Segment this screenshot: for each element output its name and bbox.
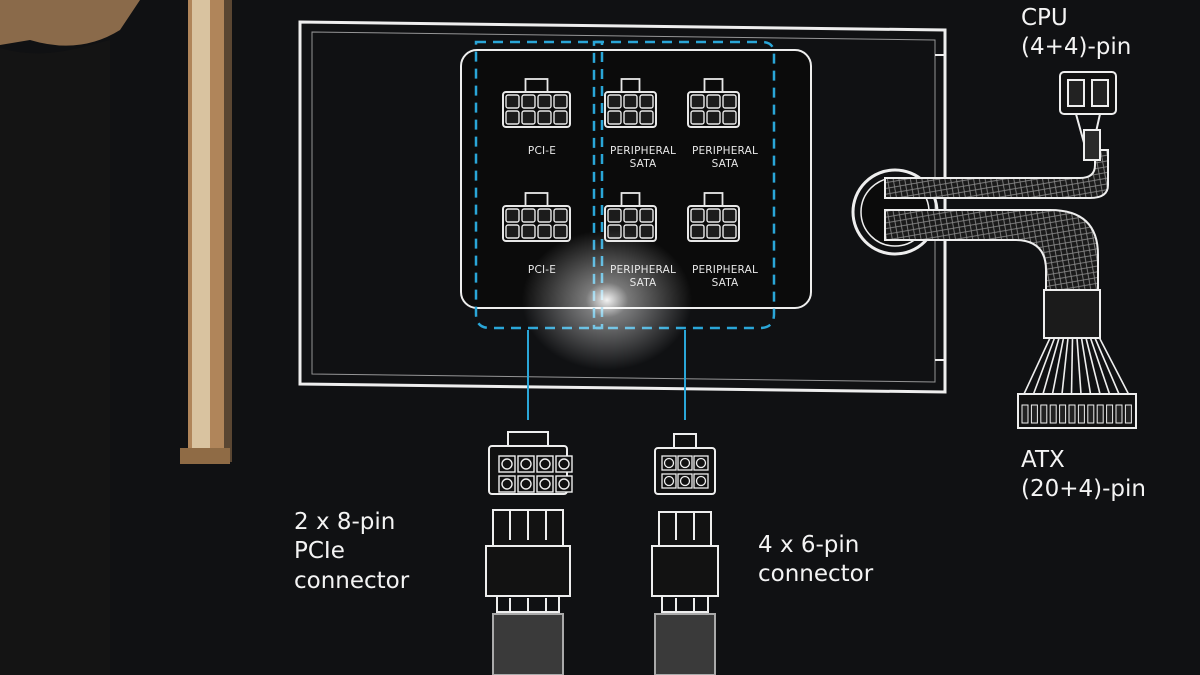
psu-body — [298, 20, 947, 394]
six-pin-connector-label: 4 x 6-pin connector — [758, 532, 874, 588]
pcie-8pin-plug — [485, 431, 573, 675]
dashed-group-peripheral — [592, 40, 776, 330]
pcie-connector-label: 2 x 8-pin PCIe connector — [294, 509, 410, 594]
port-label-pcie-bottom: PCI-E — [527, 264, 557, 276]
six-pin-plug — [651, 433, 719, 675]
atx-plug — [1017, 337, 1137, 429]
socket-peripheral-bottom-right — [687, 192, 740, 242]
cpu-plug — [1059, 71, 1117, 161]
fixed-cable-bundle — [851, 149, 1109, 339]
cpu-label: CPU (4+4)-pin — [1021, 5, 1132, 61]
socket-pcie-bottom — [502, 192, 571, 242]
atx-label: ATX (20+4)-pin — [1021, 447, 1146, 503]
camera-glare — [522, 230, 692, 370]
socket-peripheral-top-right — [687, 78, 740, 128]
socket-peripheral-top-mid — [604, 78, 657, 128]
cardboard-edge — [0, 0, 232, 675]
leader-lines — [527, 330, 686, 420]
socket-pcie-top — [502, 78, 571, 128]
port-label-pcie-top: PCI-E — [527, 145, 557, 157]
